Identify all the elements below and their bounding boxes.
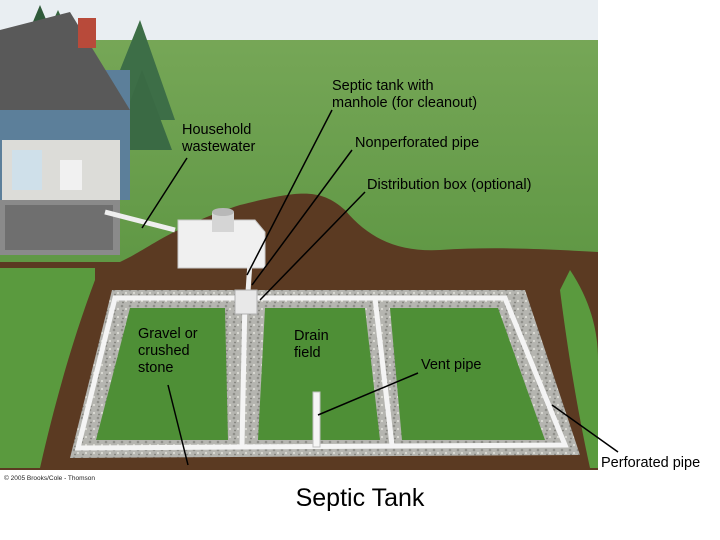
copyright-credit: © 2005 Brooks/Cole - Thomson	[4, 475, 96, 482]
label-nonperforated-pipe: Nonperforated pipe	[355, 135, 480, 151]
label-vent-pipe: Vent pipe	[421, 357, 482, 373]
sky	[0, 0, 598, 40]
vent-pipe	[312, 391, 321, 448]
page-title: Septic Tank	[295, 484, 425, 512]
label-drain-field: Drain field	[294, 328, 329, 361]
label-gravel: Gravel or crushed stone	[138, 326, 198, 376]
perforated-pipes	[74, 295, 569, 451]
grass-strip-3	[390, 308, 545, 440]
grass-left	[0, 268, 95, 468]
label-household-wastewater: Household wastewater	[182, 122, 256, 155]
grass-strip-2	[258, 308, 380, 440]
grass-strip-1	[96, 308, 228, 440]
grass-right	[560, 270, 598, 468]
septic-tank	[177, 208, 266, 269]
label-distribution-box: Distribution box (optional)	[367, 177, 532, 193]
label-perforated-pipe: Perforated pipe	[601, 455, 701, 471]
distribution-box	[234, 289, 258, 315]
label-septic-tank: Septic tank with manhole (for cleanout)	[332, 78, 478, 111]
nonperforated-pipe	[245, 261, 253, 293]
house	[0, 12, 176, 255]
leader-lines	[141, 109, 619, 466]
